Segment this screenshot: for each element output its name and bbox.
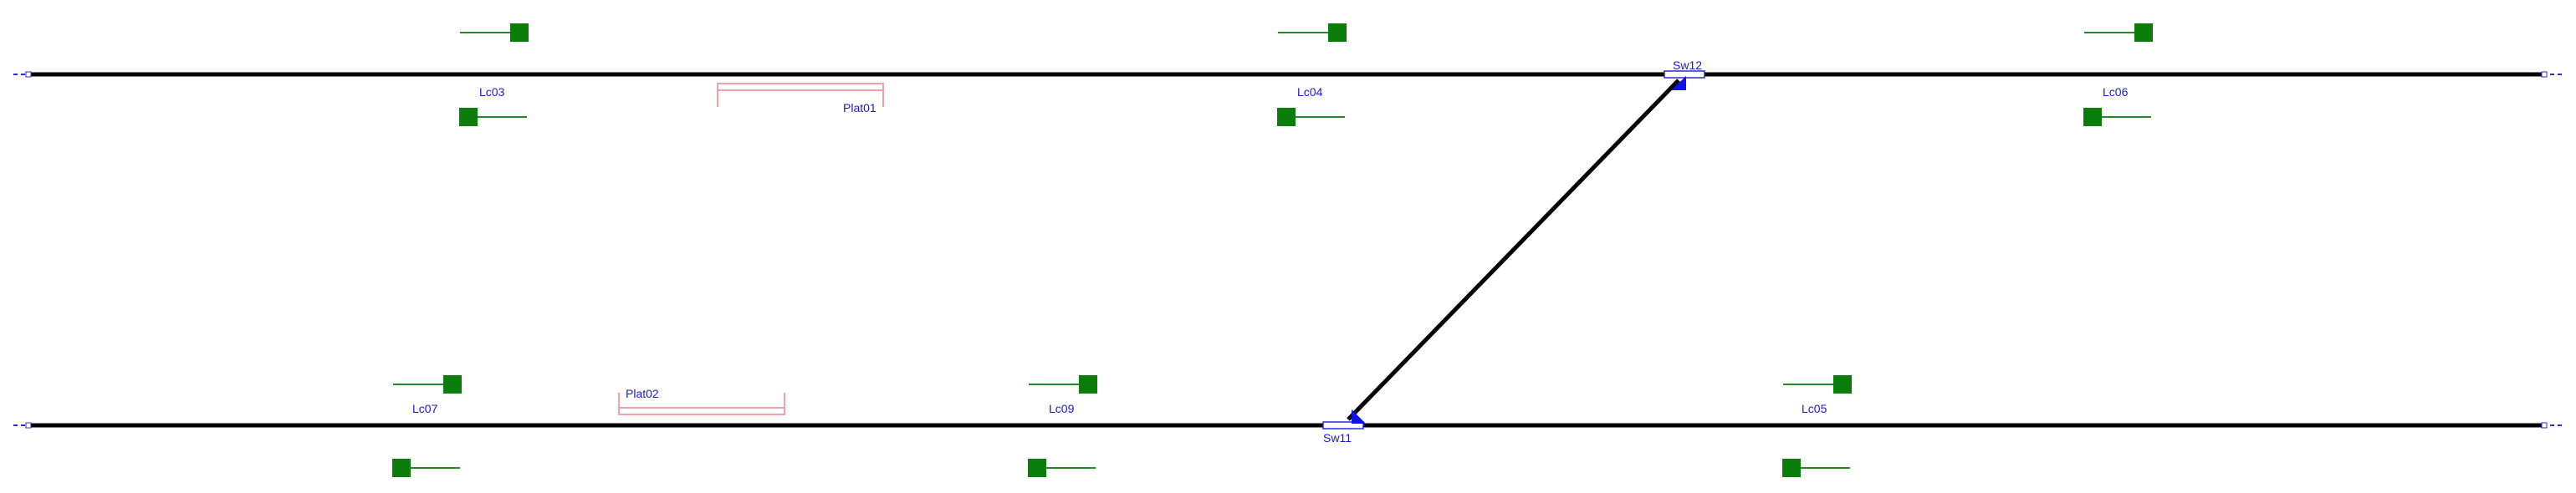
signal-lc06-upper[interactable] [2084,23,2153,42]
signal-lc04-upper[interactable] [1278,23,1347,42]
signal-lc03-upper[interactable] [460,23,529,42]
signal-lc03-label: Lc03 [479,85,505,99]
switch-sw12-marker [1671,76,1686,90]
signal-lc09-label: Lc09 [1049,402,1075,415]
platform-plat01[interactable] [717,83,884,107]
signal-lc07-lower[interactable] [392,459,460,477]
switch-sw12[interactable] [1664,70,1705,90]
track-end-upper-left [13,71,32,78]
switch-sw11-marker [1352,409,1366,424]
signal-lc07-label: Lc07 [412,402,438,415]
signal-lc09-upper[interactable] [1029,375,1097,394]
switch-sw12-label: Sw12 [1673,58,1702,72]
signal-lc07-upper[interactable] [393,375,462,394]
track-end-lower-right [2541,422,2563,429]
platform-plat02[interactable] [618,393,785,415]
signal-lc04-label: Lc04 [1297,85,1323,99]
platform-plat02-label: Plat02 [626,387,659,400]
signal-lc04-lower[interactable] [1277,108,1345,126]
signal-lc05-label: Lc05 [1802,402,1827,415]
platform-plat01-label: Plat01 [843,101,877,114]
signal-lc06-lower[interactable] [2083,108,2151,126]
signal-lc09-lower[interactable] [1028,459,1096,477]
track-end-upper-right [2541,71,2563,78]
switch-sw11[interactable] [1322,409,1366,429]
switch-sw11-label: Sw11 [1323,431,1352,445]
signal-lc05-lower[interactable] [1782,459,1850,477]
crossover-track[interactable] [1347,79,1680,421]
signal-lc05-upper[interactable] [1783,375,1852,394]
signal-lc06-label: Lc06 [2103,85,2129,99]
track-end-lower-left [13,422,32,429]
signal-lc03-lower[interactable] [459,108,527,126]
